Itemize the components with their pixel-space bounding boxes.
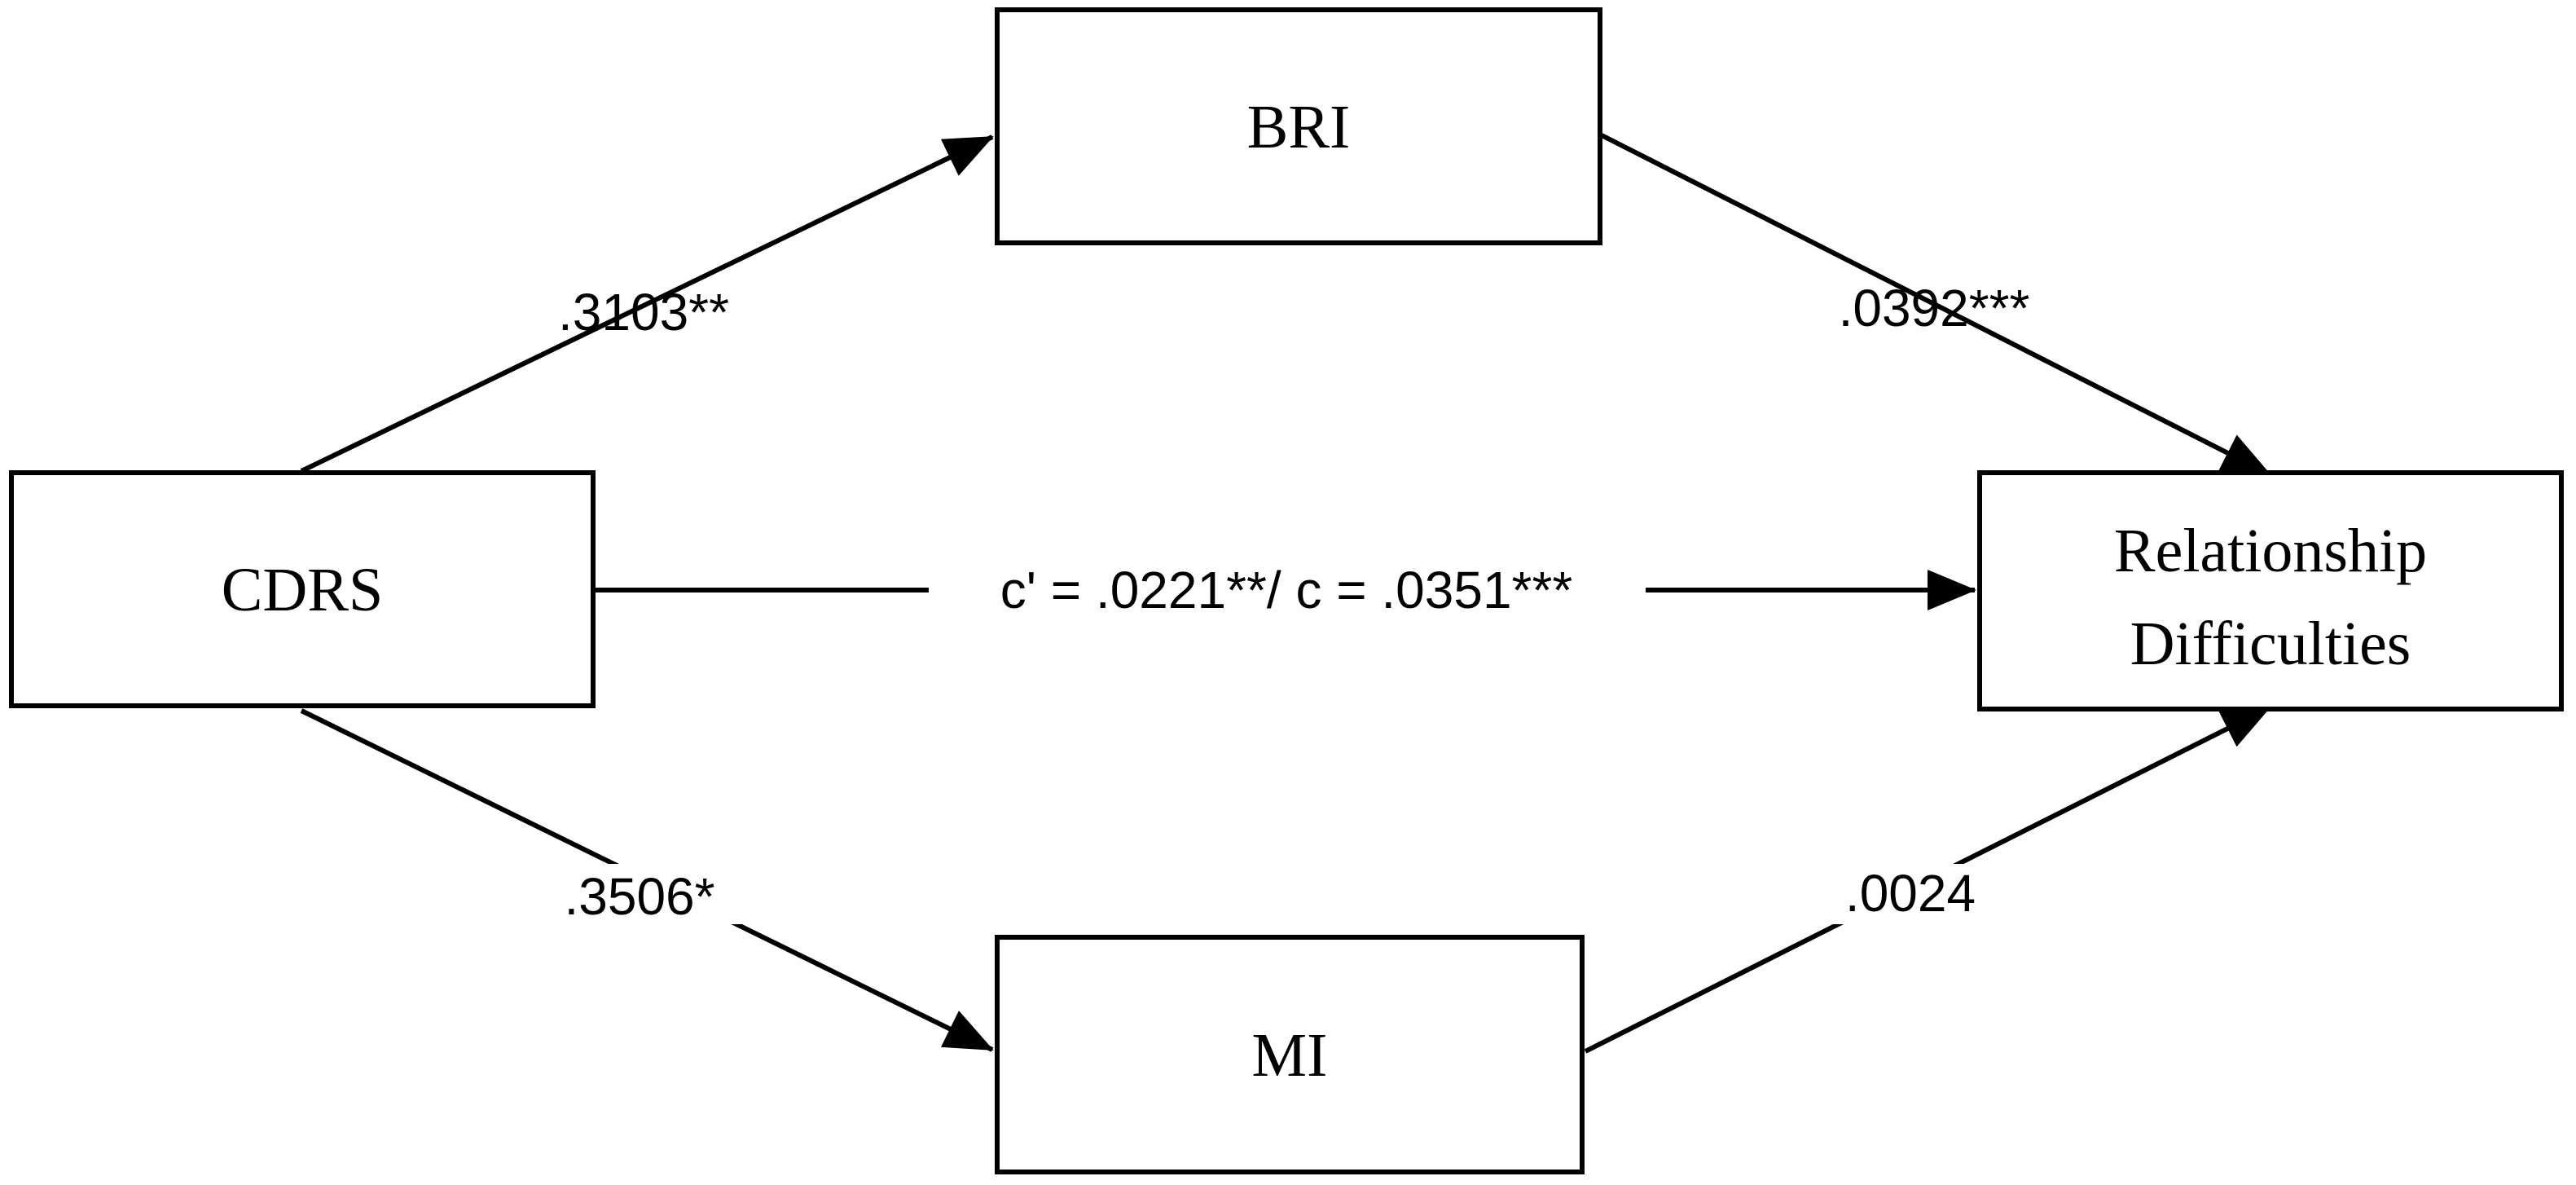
node-outcome-label-line2: Difficulties xyxy=(2130,610,2411,678)
node-cdrs: CDRS xyxy=(9,470,596,708)
path-cdrs-to-bri-arrow xyxy=(300,134,994,474)
path-bri-to-outcome-arrow xyxy=(1600,133,2271,477)
coef-cdrs-to-mi: .3506* xyxy=(564,867,714,926)
node-mi: MI xyxy=(995,935,1585,1174)
node-cdrs-label: CDRS xyxy=(222,556,384,624)
node-bri: BRI xyxy=(995,7,1602,245)
coef-mi-to-outcome: .0024 xyxy=(1845,864,1976,923)
node-outcome-label-line1: Relationship xyxy=(2114,517,2427,585)
coef-bri-to-outcome: .0392*** xyxy=(1839,279,2030,337)
coef-cdrs-to-bri: .3103** xyxy=(558,283,729,341)
node-bri-label: BRI xyxy=(1247,93,1351,161)
coef-direct: c' = .0221**/ c = .0351*** xyxy=(1000,561,1573,619)
node-relationship-difficulties: Relationship Difficulties xyxy=(1977,470,2564,711)
node-mi-label: MI xyxy=(1252,1021,1328,1090)
